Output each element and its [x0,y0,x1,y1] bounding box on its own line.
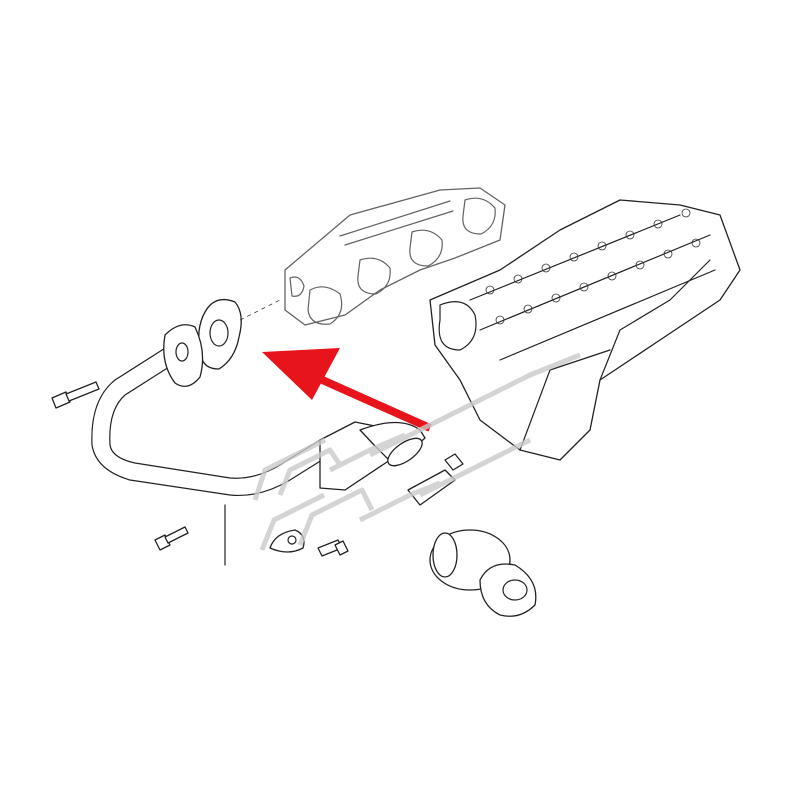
red-arrow [262,348,432,432]
head-bolt-icon [569,252,579,262]
head-bolt-icon [495,315,505,325]
bracket [269,529,305,553]
head-bolt-icon [625,230,635,240]
bolt-left [51,381,100,409]
head-bolt-icon [681,208,691,218]
head-bolt-icon [541,263,551,273]
head-bolt-icon [513,274,523,284]
head-bolt-icon [597,241,607,251]
head-bolt-icon [653,219,663,229]
head-bolt-icon [607,271,617,281]
head-bolt-icon [663,249,673,259]
manifold-gasket [198,298,281,370]
egr-valve [429,529,537,617]
head-bolt-icon [579,282,589,292]
bolt-lower [154,526,189,551]
head-bolt-icon [485,285,495,295]
watermark-logo [252,352,581,551]
head-bolt-icon [523,304,533,314]
head-bolt-icon [635,260,645,270]
exhaust-manifold [284,187,506,326]
bolt-bracket [317,539,349,557]
cylinder-head [429,199,741,461]
head-bolt-icon [551,293,561,303]
head-bolt-icon [691,238,701,248]
